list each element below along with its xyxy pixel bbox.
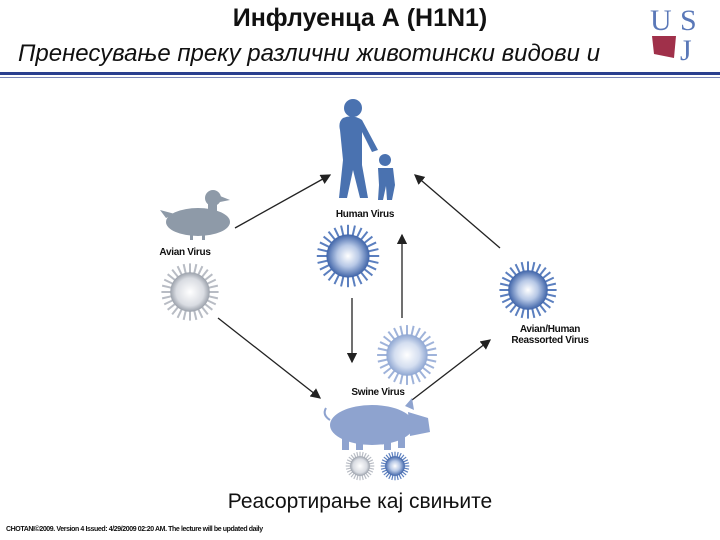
reassorted-virus-icon — [499, 261, 557, 319]
footer-note: CHOTANI©2009. Version 4 Issued: 4/29/200… — [6, 526, 263, 533]
label-reassorted-line2: Reassorted Virus — [511, 335, 589, 346]
human-adult-child-icon — [339, 99, 395, 200]
small-human-virus-icon — [380, 451, 410, 481]
label-reassorted-line1: Avian/Human — [519, 324, 581, 335]
arrow-swine-to-reassorted — [411, 339, 492, 401]
avian-virus-icon — [161, 263, 219, 321]
divider — [0, 72, 720, 75]
small-avian-virus-icon — [345, 451, 375, 481]
svg-text:S: S — [680, 4, 697, 37]
human-virus-icon — [316, 224, 380, 288]
slide-subtitle: Пренесување преку различни животински ви… — [18, 40, 601, 67]
arrow-avian-to-human — [234, 174, 332, 229]
svg-text:U: U — [650, 4, 672, 37]
svg-text:J: J — [680, 34, 692, 62]
university-logo: U S J — [646, 0, 712, 62]
divider-thin — [0, 77, 720, 78]
swine-virus-icon — [377, 325, 437, 385]
slide-title: Инфлуенца А (H1N1) — [232, 4, 488, 32]
caption: Реасортирање кај свињите — [227, 490, 493, 513]
pig-icon — [323, 398, 430, 450]
label-avian-virus: Avian Virus — [159, 247, 211, 258]
duck-icon — [160, 190, 230, 240]
arrow-reassorted-to-human — [414, 174, 501, 249]
label-swine-virus: Swine Virus — [351, 387, 405, 398]
label-human-virus: Human Virus — [335, 209, 395, 220]
arrow-avian-to-swine — [217, 317, 322, 399]
label-reassorted-virus: Avian/Human Reassorted Virus — [500, 324, 600, 346]
